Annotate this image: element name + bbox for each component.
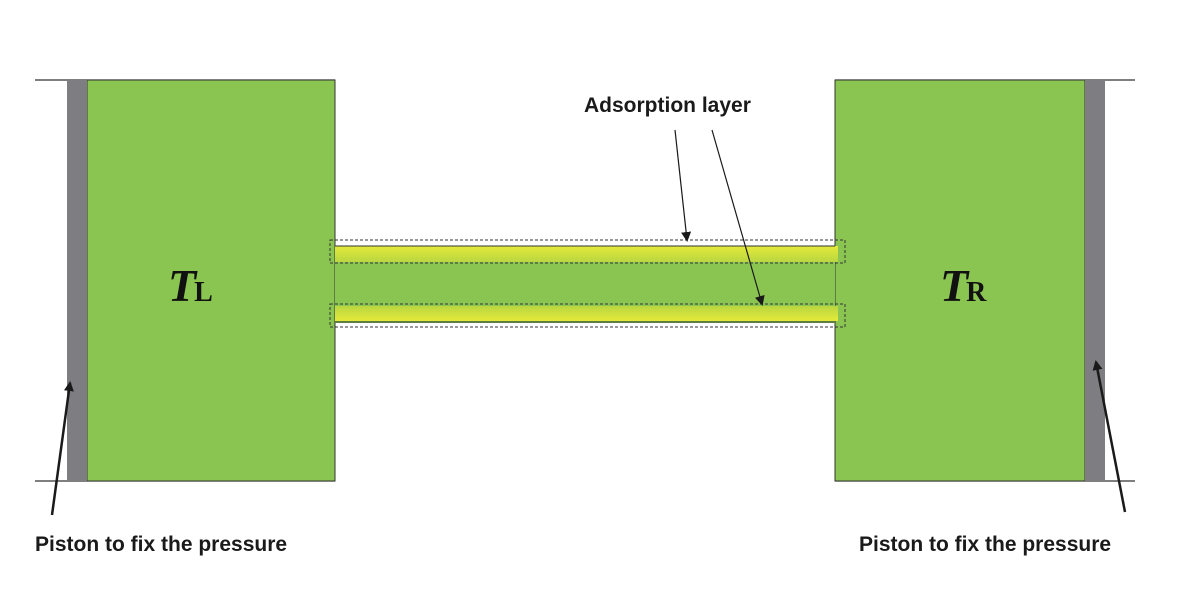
temperature-right-symbol: T xyxy=(940,260,970,311)
right-piston xyxy=(1085,80,1105,481)
adsorption-highlight-bottom xyxy=(329,303,846,328)
piston-arrow-right xyxy=(1092,360,1127,513)
piston-arrow-left xyxy=(50,381,74,516)
temperature-left-label: TL xyxy=(168,260,213,311)
left-chamber xyxy=(86,79,336,482)
piston-label-right: Piston to fix the pressure xyxy=(859,533,1111,556)
temperature-right-subscript: R xyxy=(966,277,987,308)
adsorption-layer-top xyxy=(335,246,838,262)
adsorption-layer-bottom xyxy=(335,306,838,321)
adsorption-highlight-top xyxy=(329,239,846,264)
left-piston xyxy=(67,80,87,481)
adsorption-arrow-top xyxy=(674,129,692,242)
temperature-right-label: TR xyxy=(940,260,987,311)
right-chamber xyxy=(834,79,1086,482)
temperature-left-symbol: T xyxy=(168,260,198,311)
temperature-left-subscript: L xyxy=(194,277,213,308)
adsorption-layer-label: Adsorption layer xyxy=(584,94,751,117)
adsorption-arrow-bottom xyxy=(711,129,765,306)
piston-label-left: Piston to fix the pressure xyxy=(35,533,287,556)
